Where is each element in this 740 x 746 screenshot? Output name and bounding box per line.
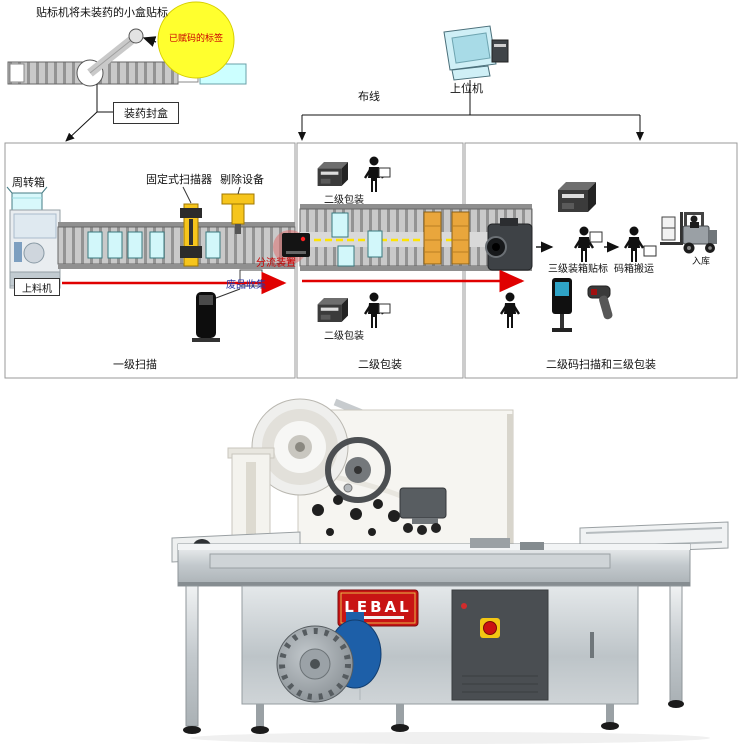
mini-labeler-diagram xyxy=(7,1,247,142)
turnover-box-label: 周转箱 xyxy=(12,176,45,189)
indicator-light xyxy=(461,603,467,609)
feeder-label: 上料机 xyxy=(14,278,60,296)
printer-icon-top xyxy=(317,162,348,186)
host-label: 上位机 xyxy=(450,82,483,95)
flow-diagram xyxy=(4,1,738,379)
case-carton xyxy=(423,211,442,265)
panel-pack2-graphics xyxy=(273,155,533,330)
panel-scan3-graphics xyxy=(536,182,718,332)
case-carton xyxy=(451,211,470,265)
hand-box xyxy=(378,167,391,178)
roller-knobs xyxy=(312,483,413,536)
note-bubble xyxy=(157,1,235,79)
handheld-scanner-icon xyxy=(587,285,613,320)
drive-motor xyxy=(276,612,382,703)
carton xyxy=(87,231,103,259)
hand-box xyxy=(378,303,391,314)
carton xyxy=(337,245,355,267)
labeler-arm-head xyxy=(128,28,144,44)
diverter-device xyxy=(273,230,310,264)
work-table xyxy=(177,538,691,587)
panel-pack2-title: 二级包装 xyxy=(358,358,402,371)
label-reel xyxy=(251,398,349,496)
case-box xyxy=(589,231,603,243)
camera-scanner xyxy=(485,218,533,271)
panel-scan3-title: 二级码扫描和三级包装 xyxy=(546,358,656,371)
worker-icon-side xyxy=(499,291,521,330)
pack2-bottom-label: 二级包装 xyxy=(324,331,364,342)
diverter-label: 分流装置 xyxy=(256,258,296,269)
leveling-feet xyxy=(183,700,684,734)
case-printer-icon xyxy=(558,182,596,212)
feeder-machine xyxy=(9,209,61,289)
pack2-top-label: 二级包装 xyxy=(324,195,364,206)
floor-shadow xyxy=(190,732,710,744)
printer-icon-bottom xyxy=(317,298,348,322)
carton xyxy=(149,231,165,259)
labeling-machine-photo: LEBAL xyxy=(171,398,729,744)
forklift-icon xyxy=(659,211,718,254)
palletizing-worker xyxy=(623,225,645,264)
fill-box-label: 装药封盒 xyxy=(113,102,179,124)
conveyor-scan1 xyxy=(57,222,296,269)
rewind-reel xyxy=(325,437,391,503)
wiring-label: 布线 xyxy=(358,90,380,103)
host-printer-icon xyxy=(491,39,509,63)
host-computer xyxy=(298,25,644,141)
carton xyxy=(127,231,143,259)
waste-bin xyxy=(192,288,241,342)
turnover-box-icon xyxy=(6,186,48,212)
machine-leg-left xyxy=(185,585,199,727)
fixed-scanner-label: 固定式扫描器 xyxy=(146,173,212,186)
rejector-label: 剔除设备 xyxy=(220,173,264,186)
machine-leg-right xyxy=(669,585,683,703)
bubble-note: 已赋码的标签 xyxy=(168,34,223,45)
panel-scan1-graphics xyxy=(6,186,296,342)
carton xyxy=(205,231,221,259)
pallet-box xyxy=(643,245,657,257)
carton xyxy=(367,230,383,258)
top-caption: 贴标机将未装药的小盒贴标 xyxy=(36,6,168,19)
warehouse-label: 入库 xyxy=(692,257,711,267)
waste-collect-label: 废品收集 xyxy=(226,280,266,291)
carton xyxy=(331,212,349,238)
emergency-stop-button xyxy=(483,621,497,635)
terminal-on-stand xyxy=(552,278,572,332)
applicator-head xyxy=(399,487,447,535)
case-label-label: 三级装箱贴标 xyxy=(548,264,608,275)
fixed-scanner-gate xyxy=(180,186,202,267)
brand-text: LEBAL xyxy=(344,598,411,616)
control-door xyxy=(451,589,549,701)
panel-scan1-title: 一级扫描 xyxy=(113,358,157,371)
carton xyxy=(107,231,123,259)
palletize-label: 码箱搬运 xyxy=(614,264,654,275)
